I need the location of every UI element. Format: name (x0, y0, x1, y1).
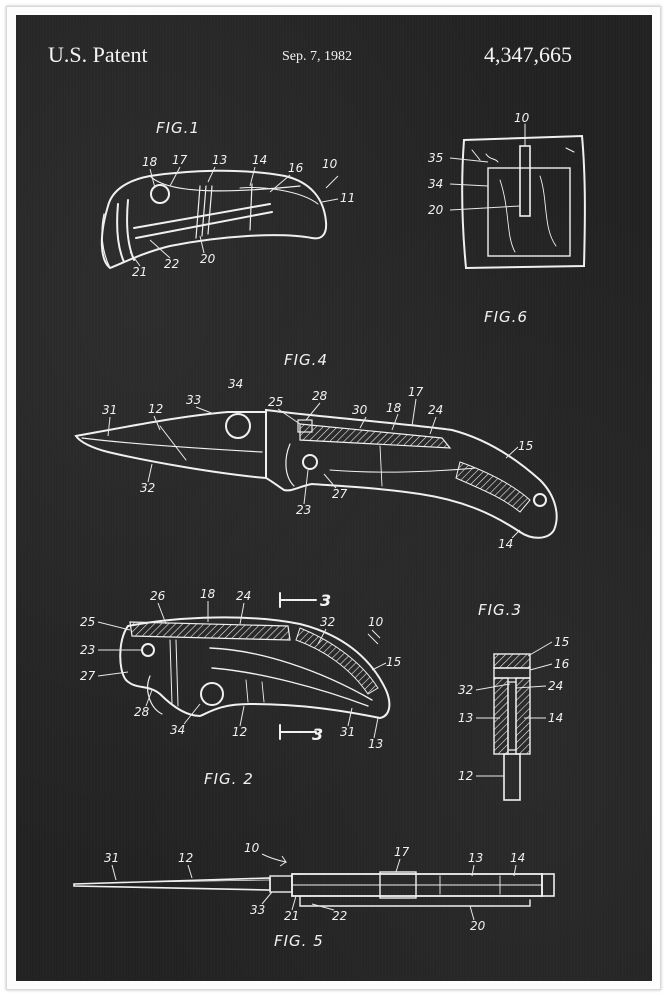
fig6-reference-numerals: 10 35 34 20 (428, 111, 530, 217)
fig1-ref-16: 16 (288, 161, 304, 175)
fig2-caption: FIG. 2 (204, 770, 254, 788)
svg-text:FIG.4: FIG.4 (284, 351, 328, 369)
fig4-ref-12: 12 (148, 402, 163, 416)
fig2-ref-13: 13 (368, 737, 383, 751)
fig4-ref-32: 32 (140, 481, 155, 495)
fig1-ref-17: 17 (172, 153, 188, 167)
fig5-ref-10: 10 (244, 841, 260, 855)
fig4-ref-23: 23 (296, 503, 311, 517)
fig5-caption: FIG. 5 (274, 932, 324, 950)
fig4-ref-18: 18 (386, 401, 402, 415)
fig2-leader-lines (97, 601, 387, 739)
fig2-ref-31: 31 (340, 725, 355, 739)
fig2-ref-28: 28 (134, 705, 150, 719)
svg-text:FIG.1: FIG.1 (156, 119, 200, 137)
fig6-ref-10: 10 (514, 111, 530, 125)
svg-text:FIG.3: FIG.3 (478, 601, 522, 619)
fig5-ref-13: 13 (468, 851, 483, 865)
fig2-ref-18: 18 (200, 587, 216, 601)
fig1-ref-21: 21 (132, 265, 147, 279)
fig3-reference-numerals: 15 16 32 24 13 14 12 (458, 635, 570, 783)
svg-text:FIG. 2: FIG. 2 (204, 770, 254, 788)
fig4-ref-30: 30 (352, 403, 368, 417)
fig1-reference-numerals: 18 17 13 14 16 10 11 21 22 20 (132, 153, 355, 279)
fig1-ref-10: 10 (322, 157, 338, 171)
svg-text:FIG. 5: FIG. 5 (274, 932, 324, 950)
fig4-drawing (74, 408, 558, 539)
fig1-ref-18: 18 (142, 155, 158, 169)
fig1-ref-11: 11 (340, 191, 355, 205)
fig2-reference-numerals: 26 18 24 3 25 23 27 32 10 15 28 34 12 3 … (80, 587, 401, 751)
fig3-ref-32: 32 (458, 683, 473, 697)
fig1-drawing (100, 169, 328, 270)
fig5-ref-22: 22 (332, 909, 347, 923)
fig6-ref-35: 35 (428, 151, 443, 165)
fig2-ref-26: 26 (150, 589, 166, 603)
fig2-ref-3b: 3 (312, 725, 323, 744)
fig6-drawing (461, 123, 586, 270)
fig4-ref-28: 28 (312, 389, 328, 403)
fig3-ref-24: 24 (548, 679, 563, 693)
fig4-ref-24: 24 (428, 403, 443, 417)
fig4-ref-17: 17 (408, 385, 424, 399)
fig3-caption: FIG.3 (478, 601, 522, 619)
fig5-ref-33: 33 (250, 903, 265, 917)
fig4-ref-14: 14 (498, 537, 513, 551)
fig2-ref-27: 27 (80, 669, 96, 683)
fig2-ref-25: 25 (80, 615, 95, 629)
fig4-ref-34: 34 (228, 377, 243, 391)
fig5-drawing (73, 871, 555, 907)
fig1-leader-lines (129, 166, 339, 267)
fig1-ref-14: 14 (252, 153, 267, 167)
fig4-ref-27: 27 (332, 487, 348, 501)
fig1-ref-22: 22 (164, 257, 179, 271)
fig2-ref-12: 12 (232, 725, 247, 739)
fig4-ref-33: 33 (186, 393, 201, 407)
patent-number: 4,347,665 (484, 42, 572, 67)
fig5-ref-14: 14 (510, 851, 525, 865)
fig2-ref-32: 32 (320, 615, 335, 629)
fig1-ref-13: 13 (212, 153, 227, 167)
fig5-reference-numerals: 10 31 12 17 13 14 33 21 22 20 (104, 841, 525, 933)
fig3-ref-15: 15 (554, 635, 569, 649)
fig3-ref-13: 13 (458, 711, 473, 725)
fig3-ref-14: 14 (548, 711, 563, 725)
fig5-ref-21: 21 (284, 909, 299, 923)
fig4-ref-25: 25 (268, 395, 283, 409)
fig6-leader-lines (449, 157, 521, 211)
fig2-drawing (119, 592, 391, 740)
patent-label: U.S. Patent (48, 42, 148, 67)
fig5-ref-20: 20 (470, 919, 486, 933)
fig1-ref-20: 20 (200, 252, 216, 266)
fig6-ref-34: 34 (428, 177, 443, 191)
fig4-ref-15: 15 (518, 439, 533, 453)
fig3-leader-lines (475, 641, 553, 777)
fig6-ref-20: 20 (428, 203, 444, 217)
patent-date: Sep. 7, 1982 (282, 49, 352, 64)
fig2-ref-24: 24 (236, 589, 251, 603)
fig2-ref-23: 23 (80, 643, 95, 657)
fig2-ref-3a: 3 (320, 591, 331, 610)
fig4-caption: FIG.4 (284, 351, 328, 369)
fig4-leader-lines (107, 398, 521, 539)
fig5-ref-17: 17 (394, 845, 410, 859)
fig5-leader-lines (111, 853, 517, 921)
fig3-drawing (493, 653, 531, 801)
fig2-ref-15: 15 (386, 655, 401, 669)
fig4-reference-numerals: 34 28 17 31 12 33 25 30 18 24 15 32 23 2… (102, 377, 533, 551)
fig3-ref-16: 16 (554, 657, 570, 671)
fig4-ref-31: 31 (102, 403, 117, 417)
fig5-ref-31: 31 (104, 851, 119, 865)
fig3-ref-12: 12 (458, 769, 473, 783)
fig2-ref-10: 10 (368, 615, 384, 629)
fig2-ref-34: 34 (170, 723, 185, 737)
svg-text:FIG.6: FIG.6 (484, 308, 528, 326)
fig1-caption: FIG.1 (156, 119, 200, 137)
fig5-ref-12: 12 (178, 851, 193, 865)
fig6-caption: FIG.6 (484, 308, 528, 326)
